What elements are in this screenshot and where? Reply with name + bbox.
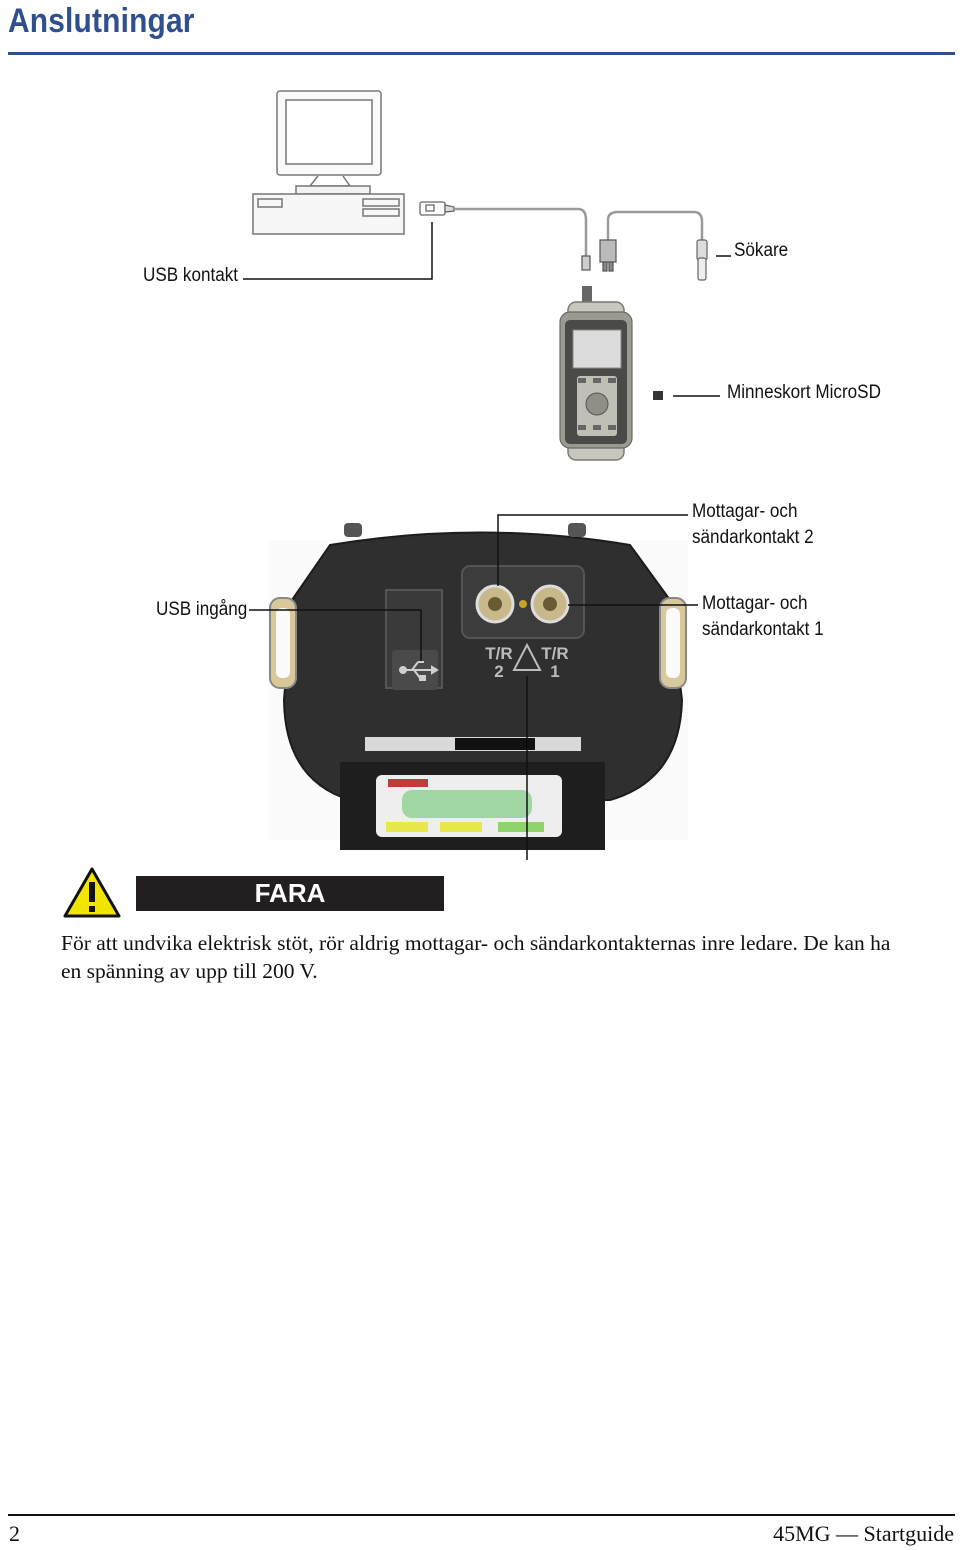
page-number: 2 bbox=[9, 1521, 20, 1547]
gauge-top-view: T/R 2 T/R 1 bbox=[268, 523, 688, 850]
warning-triangle-icon bbox=[62, 866, 122, 920]
usb-plug-icon bbox=[420, 202, 454, 215]
transducer-icon bbox=[697, 240, 707, 280]
mottagare1-label-line2: sändarkontakt 1 bbox=[702, 617, 824, 643]
connections-diagram: T/R 2 T/R 1 bbox=[0, 60, 960, 860]
mottagare1-label-line1: Mottagar- och bbox=[702, 591, 808, 617]
port-2-label: T/R bbox=[485, 644, 512, 663]
microsd-card-icon bbox=[653, 391, 663, 400]
footer-rule bbox=[8, 1514, 955, 1516]
usb-ingang-label: USB ingång bbox=[156, 597, 247, 623]
usb-kontakt-label: USB kontakt bbox=[143, 263, 238, 289]
computer-icon bbox=[253, 91, 404, 234]
minneskort-label: Minneskort MicroSD bbox=[727, 380, 881, 406]
mottagare2-label-line2: sändarkontakt 2 bbox=[692, 525, 814, 551]
sokare-label: Sökare bbox=[734, 238, 788, 264]
mottagare2-label-line1: Mottagar- och bbox=[692, 499, 798, 525]
warning-text: För att undvika elektrisk stöt, rör aldr… bbox=[61, 929, 911, 985]
port-2-number: 2 bbox=[494, 662, 503, 681]
warning-title: FARA bbox=[136, 876, 444, 911]
footer-title: 45MG — Startguide bbox=[773, 1521, 954, 1547]
title-rule bbox=[8, 52, 955, 55]
gauge-icon bbox=[560, 286, 632, 460]
port-1-number: 1 bbox=[550, 662, 559, 681]
port-1-label: T/R bbox=[541, 644, 568, 663]
page-title: Anslutningar bbox=[8, 2, 195, 41]
usb-cable-icon bbox=[454, 209, 702, 262]
